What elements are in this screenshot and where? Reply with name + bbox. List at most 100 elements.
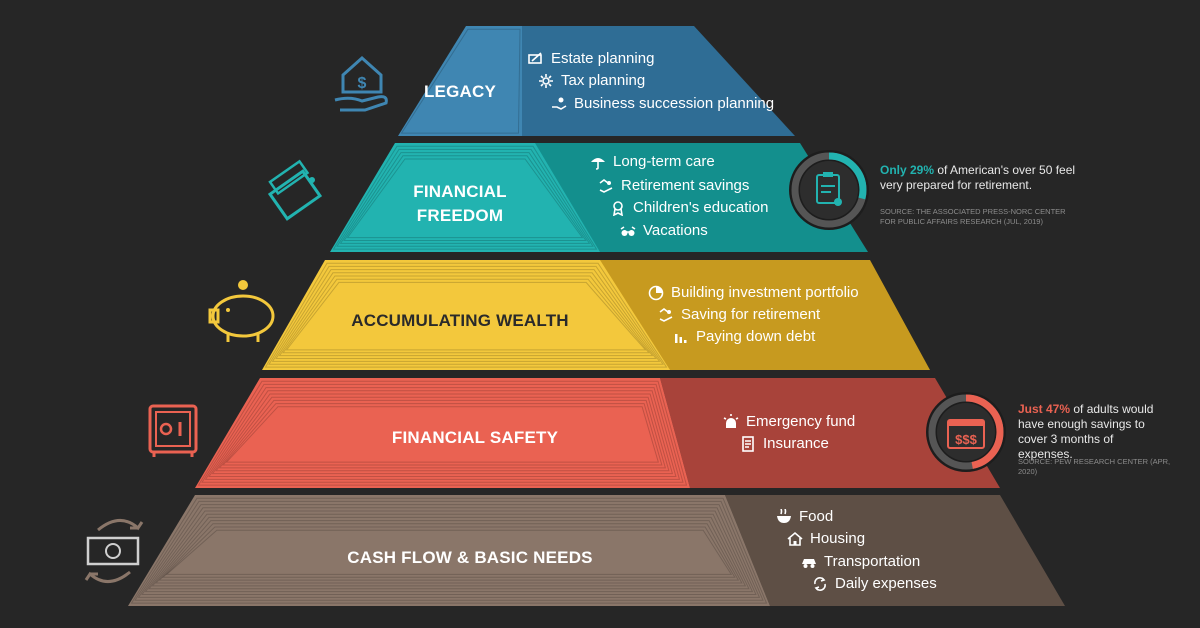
level-item-label: Vacations [643,222,708,239]
stat-source: SOURCE: THE ASSOCIATED PRESS-NORC CENTER… [880,207,1066,226]
stat-text: of American's over 50 feel very prepared… [880,163,1076,192]
level-item: Estate planning [528,50,654,68]
tier-left-face [195,378,690,488]
level-item-label: Insurance [763,435,829,452]
tier-left-face [398,26,522,136]
siren-icon [723,414,746,430]
stat-donut: $$$ [926,392,1006,472]
tier-step-line [155,520,743,584]
stat-progress-arc [928,394,1004,470]
tier-step-line [211,393,674,475]
tier-step-line [332,145,598,250]
house-icon [787,531,810,547]
stat-emergency-savings: Just 47% of adults would have enough sav… [1018,402,1168,462]
bar-chart-down-icon [673,329,696,345]
tier-step-line [137,504,761,598]
level-item: Vacations [620,222,708,240]
level-item: Insurance [740,435,829,453]
stat-retirement-preparedness: Only 29% of American's over 50 feel very… [880,163,1080,193]
tier-step-line [218,399,667,469]
tier-step-line [222,403,663,466]
tier-step-line [264,262,668,368]
level-item-label: Food [799,508,834,525]
tier-step-line [215,396,670,472]
tier-cash-flow-basic-needs [128,495,1065,606]
level-title-financial-safety: FINANCIAL SAFETY [391,428,559,447]
level-item: Business succession planning [551,95,774,113]
tier-left-face [330,143,600,252]
tier-right-face [522,26,795,136]
tier-step-line [343,155,587,241]
tier-right-face [725,495,1065,606]
tier-step-line [134,500,764,601]
level-item: Retirement savings [598,177,749,195]
level-item-label: Paying down debt [696,328,816,345]
level-item-label: Daily expenses [835,575,937,592]
level-item-label: Tax planning [561,72,646,89]
level-item-label: Retirement savings [621,177,750,194]
tier-step-line [278,275,654,357]
stat-source: SOURCE: PEW RESEARCH CENTER (APR, 2020) [1018,457,1171,476]
level-item: Housing [787,530,865,548]
tier-step-line [346,158,584,239]
calendar-dollars-icon: $$$ [947,419,985,449]
level-item: Building investment portfolio [648,284,859,302]
level-item-label: Emergency fund [746,413,856,430]
tier-right-face [660,378,1000,488]
stat-progress-arc [791,152,867,228]
tier-step-line [144,510,754,593]
food-bowl-icon [776,509,799,525]
tier-step-line [400,28,521,134]
hand-money-icon [598,178,621,194]
tier-step-line [339,152,591,244]
tier-step-line [201,383,684,483]
tier-step-line [151,516,747,587]
tier-legacy [398,26,795,136]
hand-coins-icon [551,96,574,112]
stat-donut [789,150,869,230]
svg-text:$$$: $$$ [955,432,977,447]
tier-step-line [268,265,664,365]
document-icon [740,436,763,452]
level-item-label: Business succession planning [574,95,775,112]
level-title-cash-flow-basic-needs: CASH FLOW & BASIC NEEDS [347,548,593,567]
tier-step-line [204,387,681,480]
level-item-label: Long-term care [613,153,715,170]
tier-step-line [161,526,736,578]
level-title-accumulating-wealth: ACCUMULATING WEALTH [351,311,569,330]
svg-text:$: $ [358,75,367,92]
level-item: Food [776,508,833,526]
level-item: Emergency fund [723,413,855,431]
clipboard-check-icon [816,172,842,206]
level-item: Paying down debt [673,328,815,346]
wallet-cash-icon [267,159,323,221]
stat-text: of adults would have enough savings to c… [1018,402,1154,461]
level-item: Long-term care [590,153,715,171]
tier-step-line [141,507,757,595]
tier-step-line [208,390,677,477]
level-item: Tax planning [538,72,645,90]
safe-icon [148,404,198,457]
tier-step-line [336,148,594,247]
sunglasses-icon [620,223,643,239]
level-item-label: Children's education [633,199,769,216]
car-icon [801,554,824,570]
tier-left-face [128,495,770,606]
tier-step-line [158,523,740,581]
pen-document-icon [528,51,551,67]
tier-right-face [530,143,868,252]
cash-exchange-icon [84,519,144,583]
tier-financial-safety [195,378,1000,488]
level-item-label: Estate planning [551,50,655,67]
level-item: Daily expenses [812,575,937,593]
level-item: Children's education [610,199,768,217]
level-item-label: Building investment portfolio [671,284,859,301]
house-dollar-hand-icon: $ [334,55,388,112]
cycle-arrows-icon [812,576,835,592]
stat-highlight: Only 29% [880,163,935,177]
pie-chart-icon [648,285,671,301]
stat-highlight: Just 47% [1018,402,1071,416]
level-title-legacy: LEGACY [423,82,497,101]
gear-cog-icon [538,73,561,89]
